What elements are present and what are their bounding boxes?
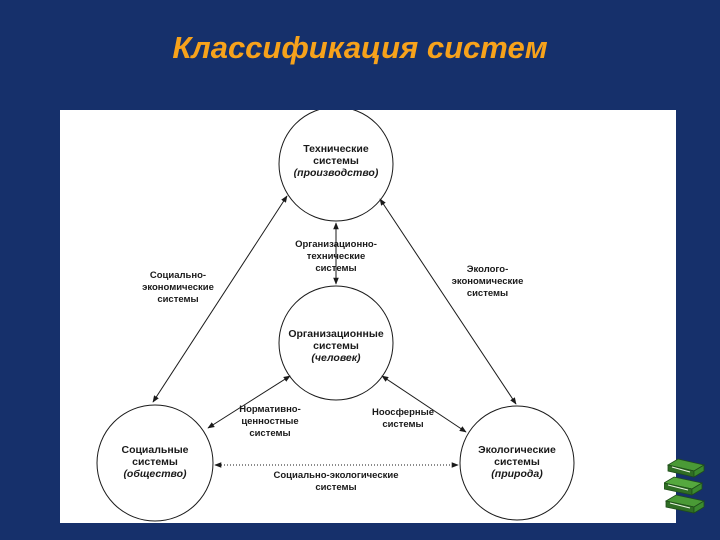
diagram-lines xyxy=(96,110,575,522)
edge-label-line: системы xyxy=(157,294,199,305)
edge-label-line: Организационно- xyxy=(295,239,377,250)
edge-label-line: экономические xyxy=(142,282,214,293)
edge-label-line: технические xyxy=(306,251,366,262)
edge-technical-ecological xyxy=(379,198,517,405)
node-ecological-type: системы xyxy=(494,456,540,468)
edge-label-line: системы xyxy=(315,263,357,274)
node-organizational-domain: (человек) xyxy=(311,352,361,364)
node-organizational-name: Организационные xyxy=(288,328,384,340)
node-technical-name: Технические xyxy=(303,143,369,155)
node-ecological-circle xyxy=(459,405,575,521)
node-ecological: Экологические системы (природа) xyxy=(457,444,577,480)
edge-label-line: Социально-экологические xyxy=(273,470,399,481)
edge-label-line: Ноосферные xyxy=(371,407,435,418)
edge-label-line: системы xyxy=(249,428,291,439)
edge-label-line: экономические xyxy=(451,276,524,287)
node-social-type: системы xyxy=(132,456,178,468)
edge-label-eco-economic: Эколого- экономические системы xyxy=(430,264,545,300)
edge-label-line: системы xyxy=(315,482,357,493)
edge-label-normative-value: Нормативно- ценностные системы xyxy=(220,404,320,440)
node-technical-circle xyxy=(278,110,394,222)
edge-label-line: Социально- xyxy=(149,270,207,281)
edge-label-line: Нормативно- xyxy=(239,404,301,415)
node-social-name: Социальные xyxy=(121,444,189,456)
node-ecological-domain: (природа) xyxy=(491,468,543,480)
node-social-domain: (общество) xyxy=(123,468,187,480)
node-technical-type: системы xyxy=(313,155,359,167)
edge-organizational-ecological xyxy=(381,375,467,433)
slide-title: Классификация систем xyxy=(172,30,548,65)
edge-label-line: ценностные xyxy=(241,416,299,427)
edge-label-socio-ecological: Социально-экологические системы xyxy=(261,470,411,494)
node-technical-domain: (производство) xyxy=(293,167,379,179)
edge-label-line: системы xyxy=(466,288,509,299)
edge-label-org-technical: Организационно- технические системы xyxy=(271,239,401,275)
books-icon xyxy=(662,455,720,515)
edge-label-noosphere: Ноосферные системы xyxy=(358,407,448,431)
edge-organizational-social xyxy=(207,375,291,429)
edge-label-line: системы xyxy=(382,419,424,430)
node-organizational-type: системы xyxy=(313,340,359,352)
node-social: Социальные системы (общество) xyxy=(95,444,215,480)
node-organizational: Организационные системы (человек) xyxy=(266,328,406,364)
edge-label-socio-economic: Социально- экономические системы xyxy=(123,270,233,306)
edge-technical-social xyxy=(152,195,288,403)
node-technical: Технические системы (производство) xyxy=(266,143,406,179)
node-ecological-name: Экологические xyxy=(478,444,556,456)
edge-label-line: Эколого- xyxy=(466,264,509,275)
node-social-circle xyxy=(96,404,214,522)
diagram-panel: Технические системы (производство) Орган… xyxy=(60,110,676,523)
